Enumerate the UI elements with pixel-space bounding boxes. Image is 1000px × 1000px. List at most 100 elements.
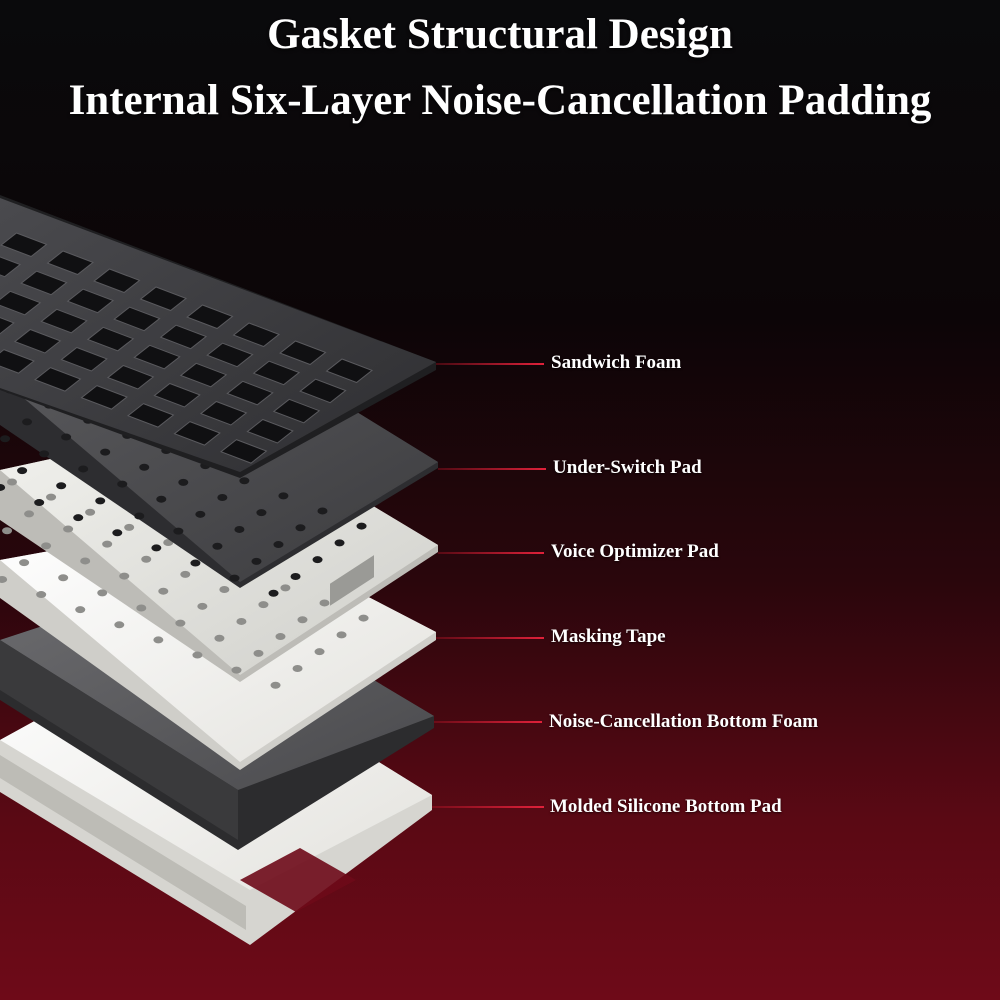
switch-pad-hole: [112, 529, 123, 537]
optimizer-pad-hole: [102, 540, 113, 548]
optimizer-pad-hole: [292, 664, 303, 672]
optimizer-pad-hole: [24, 510, 35, 518]
layer-label-sandwich-foam: Sandwich Foam: [551, 352, 682, 373]
optimizer-pad-hole: [136, 604, 147, 612]
plate-key-cutout: [252, 360, 301, 386]
optimizer-pad-hole: [85, 508, 96, 516]
switch-pad-hole: [117, 480, 128, 488]
optimizer-pad-hole: [46, 493, 57, 501]
optimizer-pad-hole: [58, 574, 69, 582]
switch-pad-hole: [273, 541, 284, 549]
optimizer-pad-hole: [175, 619, 186, 627]
plate-key-cutout: [272, 398, 321, 424]
switch-pad-hole: [234, 525, 245, 533]
plate-key-cutout: [226, 380, 274, 406]
switch-pad-hole: [195, 510, 206, 518]
page-subtitle: Internal Six-Layer Noise-Cancellation Pa…: [68, 77, 932, 124]
optimizer-pad-hole: [358, 614, 369, 622]
optimizer-pad-hole: [7, 478, 17, 486]
plate-key-cutout: [106, 364, 155, 390]
optimizer-pad-hole: [124, 523, 135, 531]
leader-line-under-switch-pad: [438, 468, 546, 470]
switch-pad-hole: [73, 514, 84, 522]
optimizer-pad-hole: [314, 648, 325, 656]
switch-pad-hole: [134, 512, 145, 520]
switch-pad-hole: [39, 450, 50, 458]
plate-key-cutout: [186, 304, 234, 330]
switch-pad-hole: [334, 539, 345, 547]
switch-pad-hole: [190, 559, 201, 567]
optimizer-pad-hole: [0, 575, 8, 583]
layer-label-bottom-foam: Noise-Cancellation Bottom Foam: [549, 711, 819, 732]
plate-key-cutout: [40, 308, 88, 334]
optimizer-pad-hole: [336, 631, 347, 639]
optimizer-pad-hole: [219, 586, 230, 594]
switch-pad-hole: [61, 433, 72, 441]
layer-label-under-switch-pad: Under-Switch Pad: [553, 457, 702, 478]
plate-key-cutout: [139, 286, 188, 312]
plate-key-cutout: [126, 403, 175, 428]
page-title: Gasket Structural Design: [267, 11, 733, 58]
plate-key-cutout: [153, 382, 201, 408]
optimizer-pad-hole: [63, 525, 74, 533]
optimizer-pad-hole: [231, 666, 242, 674]
optimizer-pad-hole: [97, 589, 108, 597]
plate-key-cutout: [279, 340, 327, 366]
plate-key-cutout: [0, 317, 15, 335]
switch-pad-hole: [34, 499, 45, 507]
switch-pad-hole: [356, 522, 367, 530]
plate-key-cutout: [299, 378, 347, 404]
optimizer-pad-hole: [2, 527, 13, 535]
optimizer-pad-hole: [236, 617, 247, 625]
switch-pad-hole: [251, 557, 262, 565]
switch-pad-hole: [95, 497, 106, 505]
plate-key-cutout: [80, 385, 128, 410]
optimizer-pad-hole: [297, 616, 308, 624]
switch-pad-hole: [151, 544, 162, 552]
plate-key-cutout: [325, 358, 374, 384]
switch-pad-hole: [78, 465, 89, 473]
plate-key-cutout: [179, 362, 228, 388]
switch-pad-hole: [56, 482, 67, 490]
plate-key-cutout: [86, 326, 135, 352]
switch-pad-hole: [278, 492, 289, 500]
leader-line-voice-optimizer-pad: [438, 552, 544, 554]
plate-key-cutout: [133, 344, 181, 370]
switch-pad-hole: [229, 574, 240, 582]
optimizer-pad-hole: [180, 570, 191, 578]
plate-key-cutout: [66, 288, 115, 314]
optimizer-pad-hole: [258, 601, 269, 609]
switch-pad-hole: [173, 527, 184, 535]
plate-key-cutout: [0, 349, 35, 374]
plate-key-cutout: [13, 328, 62, 354]
switch-pad-hole: [22, 418, 33, 426]
switch-pad-hole: [317, 507, 328, 515]
switch-pad-hole: [0, 435, 11, 443]
plate-key-cutout: [199, 400, 248, 426]
optimizer-pad-hole: [319, 599, 330, 607]
optimizer-pad-hole: [153, 636, 164, 644]
switch-pad-hole: [0, 483, 6, 491]
switch-pad-hole: [256, 509, 267, 517]
optimizer-pad-hole: [80, 557, 91, 565]
plate-key-cutout: [0, 232, 48, 258]
optimizer-pad-hole: [158, 587, 169, 595]
switch-pad-hole: [100, 448, 111, 456]
plate-key-cutout: [232, 322, 281, 348]
switch-pad-hole: [239, 477, 250, 485]
plate-key-cutout: [113, 306, 161, 332]
optimizer-pad-hole: [192, 651, 203, 659]
plate-key-cutout: [0, 290, 42, 316]
optimizer-pad-hole: [280, 584, 291, 592]
optimizer-pad-hole: [141, 555, 152, 563]
switch-pad-hole: [268, 589, 279, 597]
optimizer-pad-hole: [75, 606, 86, 614]
switch-pad-hole: [312, 556, 323, 564]
plate-key-cutout: [20, 270, 68, 296]
switch-pad-hole: [178, 478, 189, 486]
switch-pad-hole: [217, 494, 228, 502]
plate-key-cutout: [219, 439, 268, 464]
switch-pad-hole: [290, 572, 301, 580]
layer-label-silicone-bottom-pad: Molded Silicone Bottom Pad: [550, 796, 782, 817]
